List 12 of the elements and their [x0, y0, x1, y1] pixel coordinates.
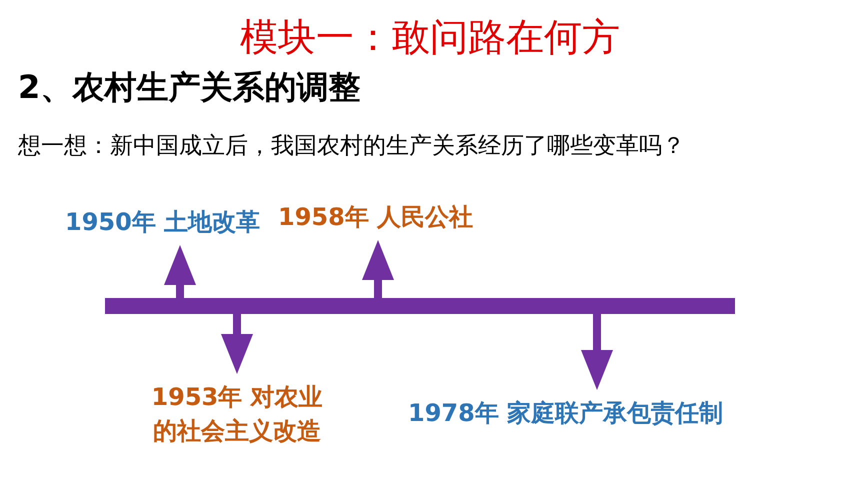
event-label: 1953年 对农业的社会主义改造 — [145, 380, 329, 448]
event-label: 1958年 人民公社 — [278, 200, 493, 234]
arrow — [221, 314, 253, 374]
event-label: 1950年 土地改革 — [65, 205, 280, 239]
timeline-bar — [105, 298, 735, 314]
slide-title: 模块一：敢问路在何方 — [239, 14, 621, 61]
arrow — [581, 314, 613, 390]
event-label: 1978年 家庭联产承包责任制 — [408, 396, 768, 430]
section-heading: 2、农村生产关系的调整 — [18, 67, 360, 108]
question-text: 想一想：新中国成立后，我国农村的生产关系经历了哪些变革吗？ — [18, 132, 685, 161]
arrow — [362, 240, 394, 298]
arrow — [164, 245, 196, 298]
